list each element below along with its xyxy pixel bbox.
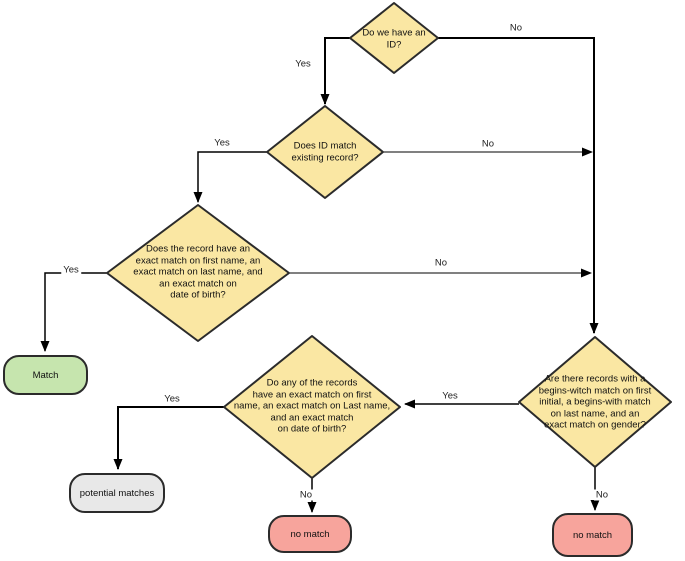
edge-d4-yes [113,406,224,470]
edge-d3-yes [40,272,107,352]
edge-label-d5-yes: Yes [440,390,460,402]
edge-label-d4-no: No [297,489,315,501]
edge-label-d1-no: No [507,22,525,34]
edge-d1-no [438,37,599,334]
decision-do-we-have-id [349,2,439,74]
edge-label-d1-yes: Yes [293,58,313,70]
edge-label-d3-no: No [432,257,450,269]
terminal-potential-matches: potential matches [69,473,165,513]
edge-label-d2-no: No [479,138,497,150]
terminal-no-match-middle-label: no match [290,528,330,540]
edge-label-d3-yes: Yes [61,264,81,276]
terminal-potential-matches-label: potential matches [79,487,155,499]
terminal-no-match-right: no match [552,513,633,557]
edge-label-d4-yes: Yes [162,393,182,405]
terminal-no-match-middle: no match [268,515,352,553]
terminal-no-match-right-label: no match [572,529,613,541]
edge-d1-yes [320,37,350,105]
edge-d2-yes [193,151,267,203]
decision-id-matches-record [266,105,384,199]
edge-label-d5-no: No [593,489,611,501]
decision-begins-with-match [518,336,672,468]
terminal-match: Match [3,355,88,395]
decision-any-records-exact-match [223,335,401,479]
edge-label-d2-yes: Yes [212,137,232,149]
decision-exact-match-record [106,204,290,342]
terminal-match-label: Match [32,369,59,381]
